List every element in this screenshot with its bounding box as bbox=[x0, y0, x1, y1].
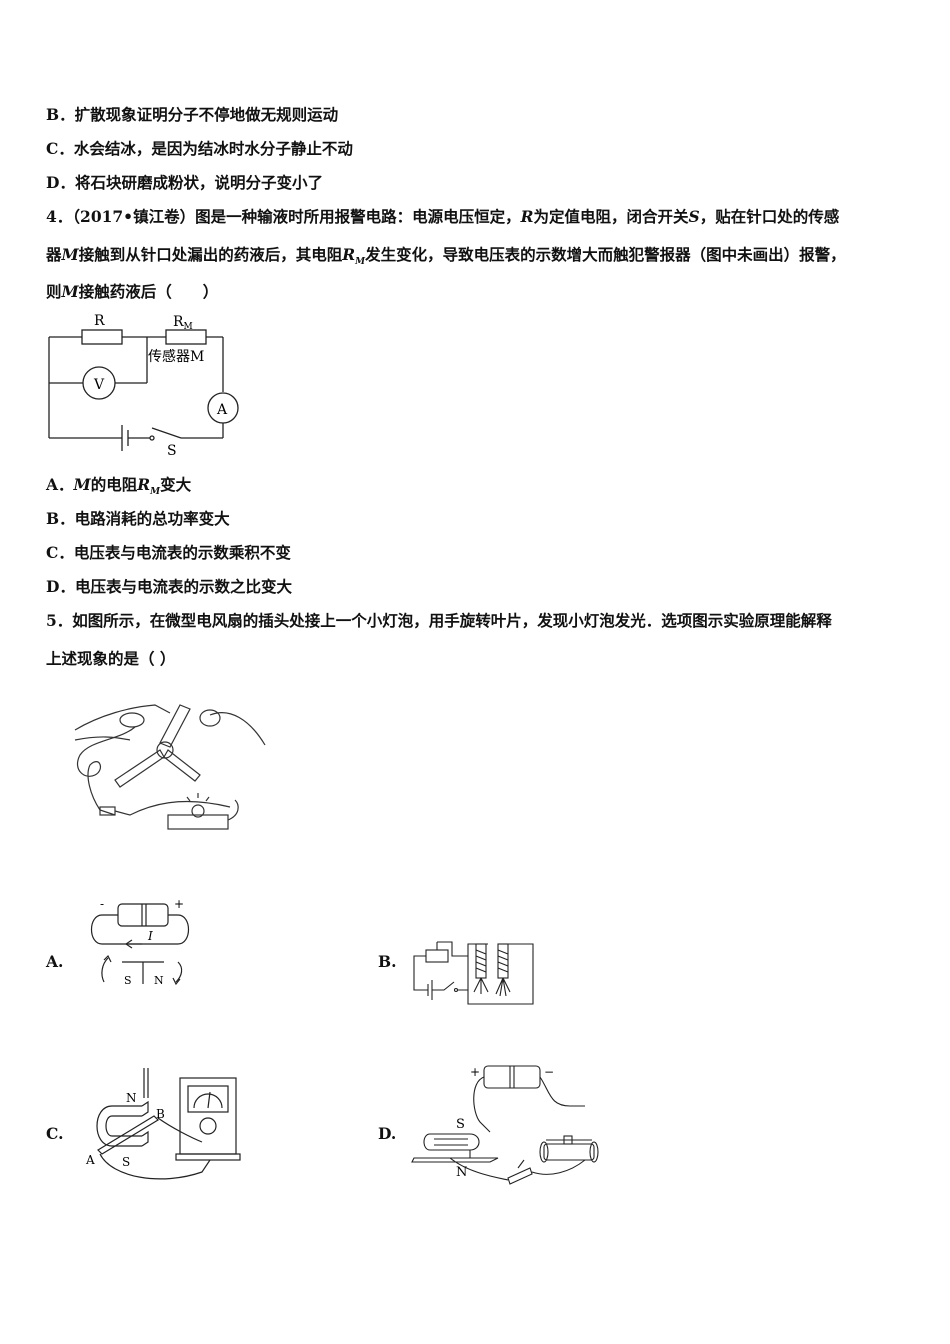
q4-option-d: D．电压表与电流表的示数之比变大 bbox=[46, 577, 292, 596]
bulb-base bbox=[167, 814, 229, 830]
q5-stem-line1: 5．如图所示，在微型电风扇的插头处接上一个小灯泡，用手旋转叶片，发现小灯泡发光．… bbox=[46, 611, 832, 630]
q5-option-a-label: A. bbox=[46, 952, 64, 971]
switch-symbol bbox=[507, 1167, 533, 1185]
svg-text:S: S bbox=[456, 1117, 465, 1132]
svg-text:I: I bbox=[147, 929, 153, 943]
svg-text:S: S bbox=[122, 1155, 130, 1169]
fan-hub bbox=[156, 741, 174, 759]
label-a: A bbox=[216, 402, 228, 418]
q4-stem-line3: 则M接触药液后（ ） bbox=[46, 282, 219, 301]
rheostat bbox=[543, 1143, 595, 1161]
paperclips-1 bbox=[473, 977, 489, 994]
battery-symbol bbox=[117, 903, 169, 927]
q4-stem-line2: 器M接触到从针口处漏出的药液后，其电阻RM发生变化，导致电压表的示数增大而触犯警… bbox=[46, 245, 846, 268]
u-magnet bbox=[96, 1105, 142, 1147]
svg-text:+: + bbox=[470, 1065, 480, 1079]
option-a-figure: - + I S N bbox=[90, 897, 190, 987]
label-rm: RM bbox=[173, 314, 193, 332]
option-b-figure bbox=[413, 941, 534, 1005]
switch-symbol bbox=[151, 427, 182, 439]
label-sensor: 传感器M bbox=[148, 348, 204, 365]
wire-loop bbox=[90, 914, 190, 945]
battery-symbol bbox=[483, 1065, 541, 1089]
q3-option-c: C．水会结冰，是因为结冰时水分子静止不动 bbox=[46, 139, 353, 158]
q4-option-a: A．M的电阻RM变大 bbox=[46, 475, 192, 498]
q5-option-c-label: C. bbox=[46, 1124, 64, 1143]
conductor-ab bbox=[97, 1115, 159, 1155]
q4-option-b: B．电路消耗的总功率变大 bbox=[46, 509, 230, 528]
resistor-rm-symbol bbox=[165, 329, 207, 345]
q5-option-b-label: B. bbox=[378, 952, 397, 971]
left-hand-outline bbox=[74, 704, 171, 731]
magnet-block bbox=[423, 1133, 480, 1151]
right-hand-outline bbox=[209, 712, 266, 746]
q4-option-c: C．电压表与电流表的示数乘积不变 bbox=[46, 543, 291, 562]
fan-blade bbox=[159, 704, 191, 748]
svg-text:B: B bbox=[156, 1107, 165, 1121]
resistor-r-symbol bbox=[81, 329, 123, 345]
label-r: R bbox=[94, 313, 105, 329]
option-d-figure: + − S N bbox=[411, 1065, 599, 1185]
svg-text:+: + bbox=[174, 897, 184, 911]
rheostat bbox=[425, 949, 449, 963]
paperclips-2 bbox=[495, 977, 511, 997]
wire-coil bbox=[76, 726, 136, 816]
wire-right bbox=[539, 1076, 585, 1107]
svg-text:N: N bbox=[456, 1165, 467, 1180]
label-s: S bbox=[167, 443, 177, 459]
svg-text:N: N bbox=[154, 974, 164, 987]
svg-text:S: S bbox=[124, 974, 132, 987]
q5-option-d-label: D. bbox=[378, 1124, 397, 1143]
q3-option-b: B．扩散现象证明分子不停地做无规则运动 bbox=[46, 105, 339, 124]
svg-text:A: A bbox=[85, 1153, 95, 1167]
rotate-arrow-right bbox=[175, 961, 183, 983]
bulb bbox=[191, 804, 205, 818]
option-c-figure: N B A S bbox=[85, 1068, 241, 1180]
label-v: V bbox=[93, 377, 105, 393]
svg-text:N: N bbox=[126, 1091, 137, 1105]
switch-symbol bbox=[432, 981, 455, 991]
q4-stem-line1: 4．（2017•镇江卷）图是一种输液时所用报警电路：电源电压恒定，R为定值电阻，… bbox=[46, 207, 840, 226]
q3-option-d: D．将石块研磨成粉状，说明分子变小了 bbox=[46, 173, 323, 192]
circuit-wire bbox=[413, 970, 428, 991]
svg-text:-: - bbox=[100, 897, 104, 911]
svg-text:−: − bbox=[544, 1065, 554, 1079]
q5-stem-line2: 上述现象的是（ ） bbox=[46, 649, 176, 668]
rotate-arrow-left bbox=[101, 957, 109, 983]
electromagnet-2 bbox=[497, 943, 509, 979]
electromagnet-1 bbox=[475, 943, 487, 979]
fan-bulb-figure bbox=[74, 704, 266, 830]
q4-circuit-diagram: R RM 传感器M V A S bbox=[48, 313, 239, 459]
